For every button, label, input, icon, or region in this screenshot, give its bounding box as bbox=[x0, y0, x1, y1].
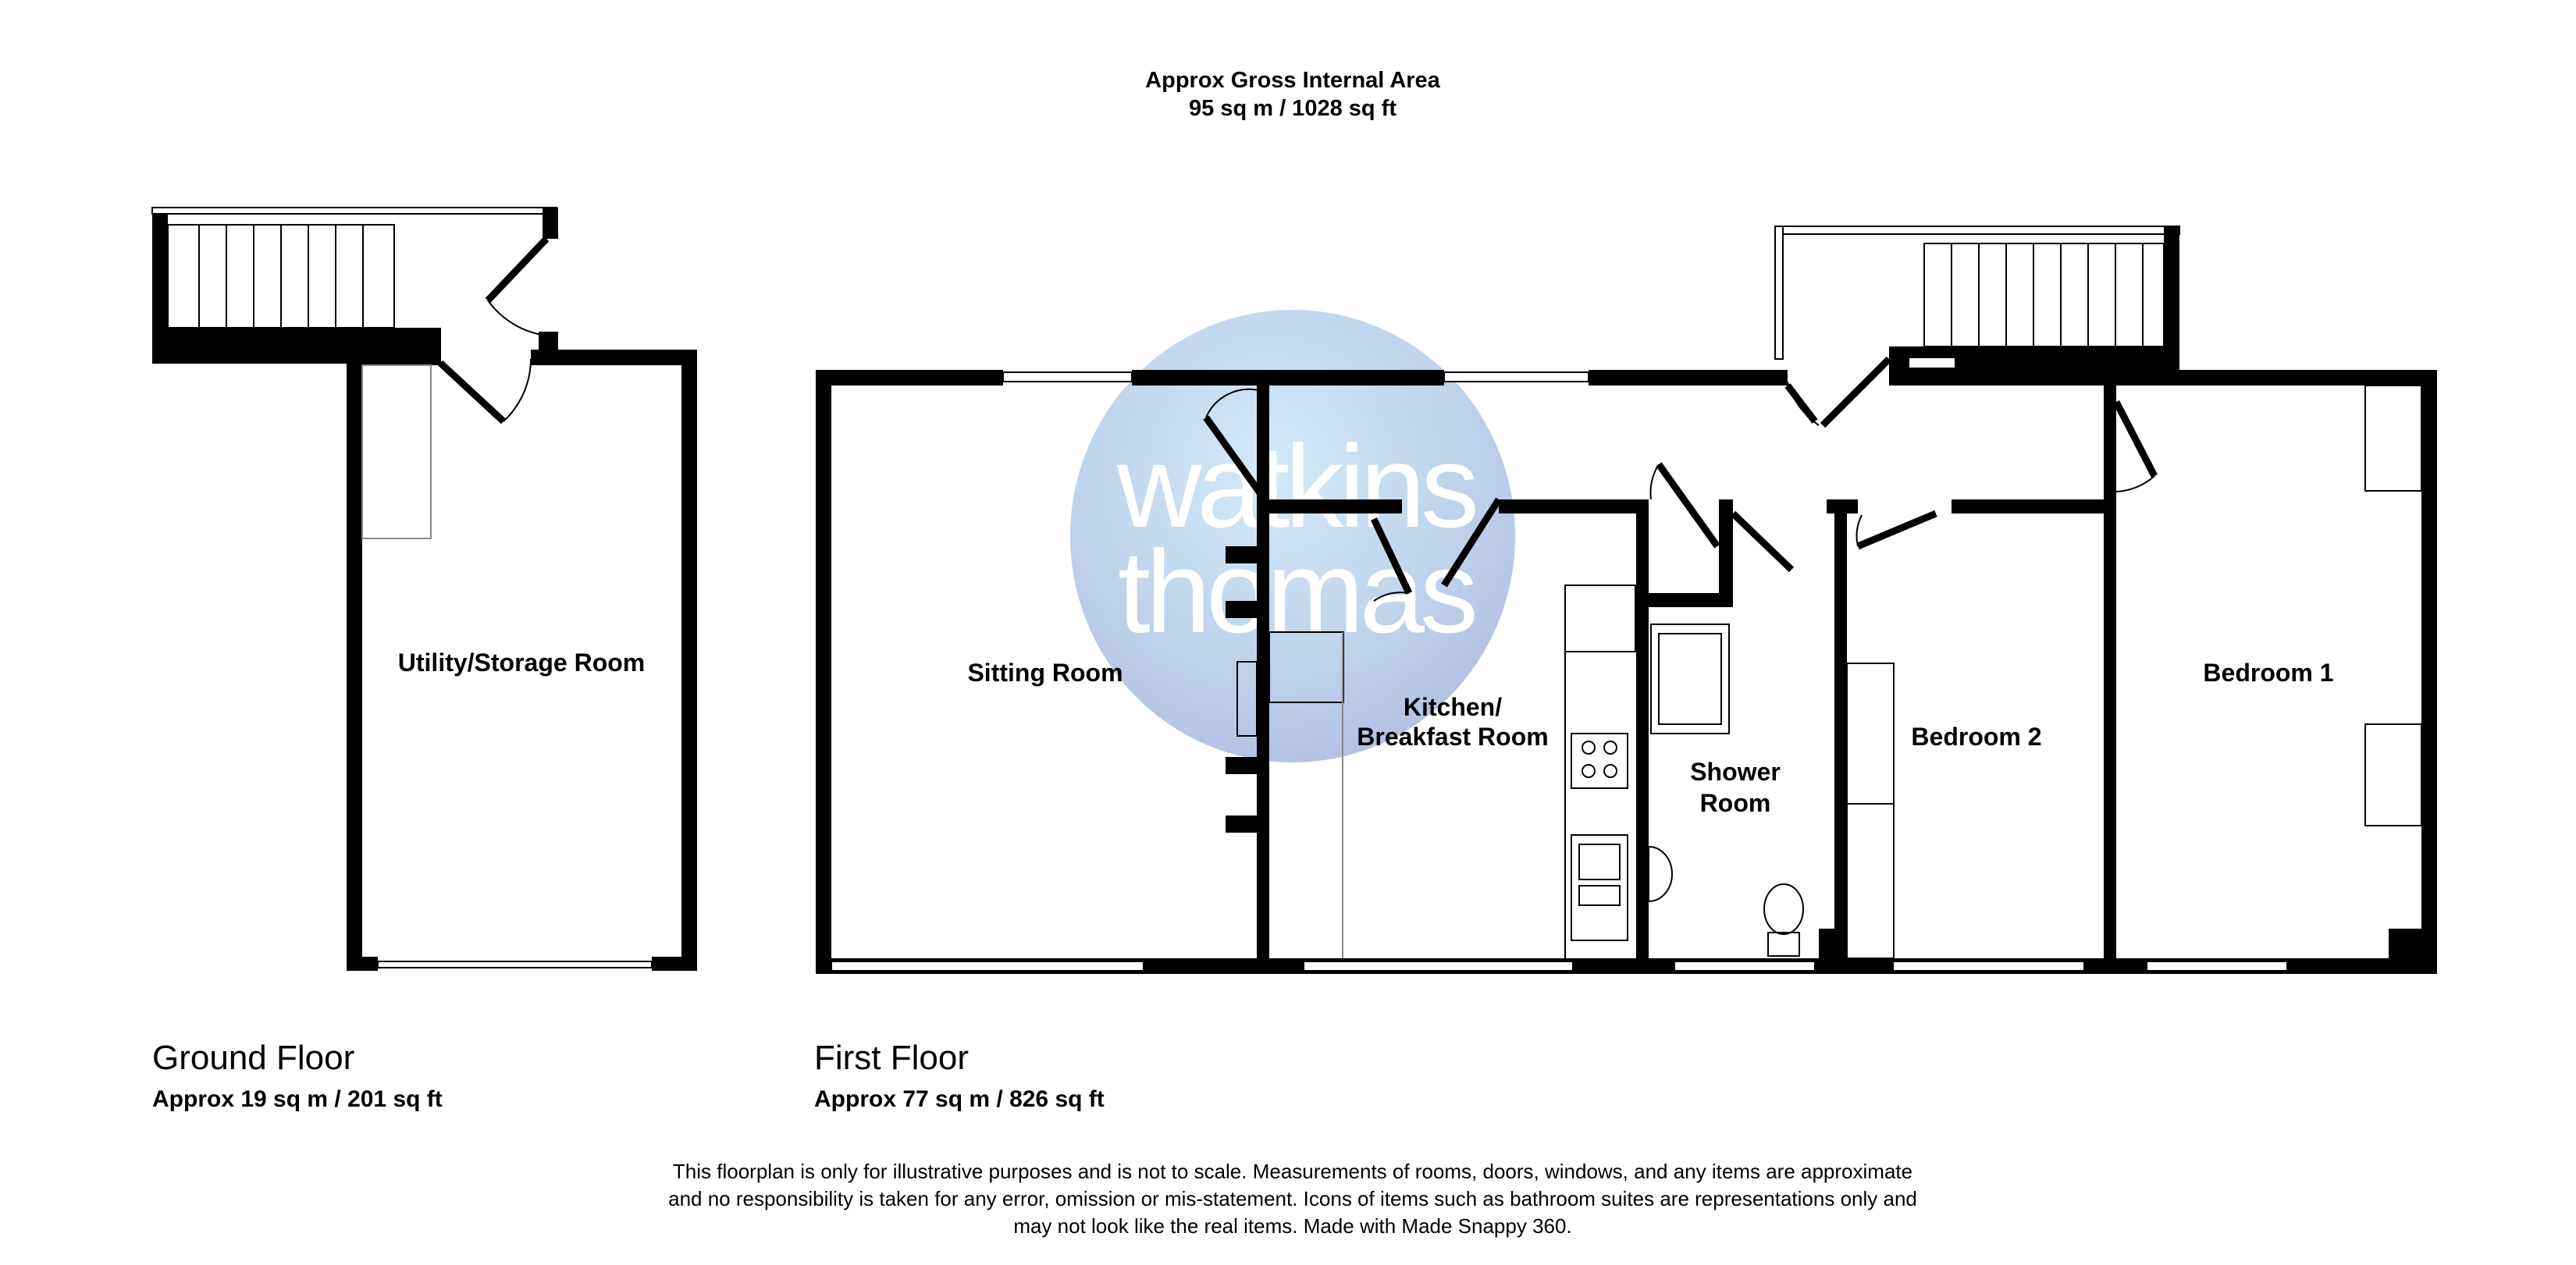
room-label-kitchen-line2: Breakfast Room bbox=[1357, 723, 1548, 751]
window bbox=[831, 961, 1144, 972]
room-label-bedroom1: Bedroom 1 bbox=[2203, 659, 2333, 687]
window bbox=[2146, 961, 2288, 972]
first-floor-plan: watkins thomas bbox=[816, 226, 2437, 974]
hob-icon bbox=[1571, 733, 1628, 789]
disclaimer-line-1: This floorplan is only for illustrative … bbox=[673, 1160, 1912, 1183]
shower-tray-icon bbox=[1650, 624, 1730, 734]
door-ground-external bbox=[485, 236, 550, 304]
ground-floor-plan: Utility/Storage Room bbox=[151, 207, 697, 971]
disclaimer-line-2: and no responsibility is taken for any e… bbox=[668, 1187, 1917, 1210]
bathroom-suite bbox=[1648, 624, 1804, 957]
ground-floor-title: Ground Floor bbox=[152, 1039, 354, 1077]
room-label-kitchen-line1: Kitchen/ bbox=[1404, 693, 1502, 721]
disclaimer-line-3: may not look like the real items. Made w… bbox=[1013, 1214, 1571, 1238]
interior-doors bbox=[1203, 356, 2158, 602]
window bbox=[1002, 371, 1133, 382]
room-label-shower-line1: Shower bbox=[1690, 758, 1781, 786]
sink-icon bbox=[1571, 834, 1628, 941]
window bbox=[1674, 961, 1816, 972]
window bbox=[1892, 961, 2085, 972]
window bbox=[1303, 961, 1574, 972]
window bbox=[1443, 371, 1589, 382]
basin-icon bbox=[1648, 845, 1673, 903]
svg-text:watkins: watkins bbox=[1116, 421, 1475, 552]
room-label-shower-line2: Room bbox=[1700, 789, 1771, 817]
kitchen-units bbox=[1236, 585, 1636, 958]
first-floor-area: Approx 77 sq m / 826 sq ft bbox=[814, 1086, 1105, 1112]
room-label-bedroom2: Bedroom 2 bbox=[1911, 723, 2041, 751]
first-floor-title: First Floor bbox=[814, 1039, 969, 1077]
room-label-utility: Utility/Storage Room bbox=[398, 648, 645, 677]
gross-area-title: Approx Gross Internal Area bbox=[1145, 68, 1441, 93]
wardrobes bbox=[1846, 385, 2422, 959]
stairs-ground bbox=[167, 224, 395, 329]
garage-door-opening bbox=[377, 961, 653, 968]
ground-floor-area: Approx 19 sq m / 201 sq ft bbox=[152, 1086, 443, 1112]
toilet-icon bbox=[1763, 883, 1804, 935]
svg-text:thomas: thomas bbox=[1118, 526, 1475, 657]
room-label-sitting: Sitting Room bbox=[967, 659, 1123, 687]
watermark-logo: watkins thomas bbox=[1070, 310, 1515, 762]
gross-area-value: 95 sq m / 1028 sq ft bbox=[1189, 96, 1397, 121]
stairs-first bbox=[1923, 243, 2165, 347]
